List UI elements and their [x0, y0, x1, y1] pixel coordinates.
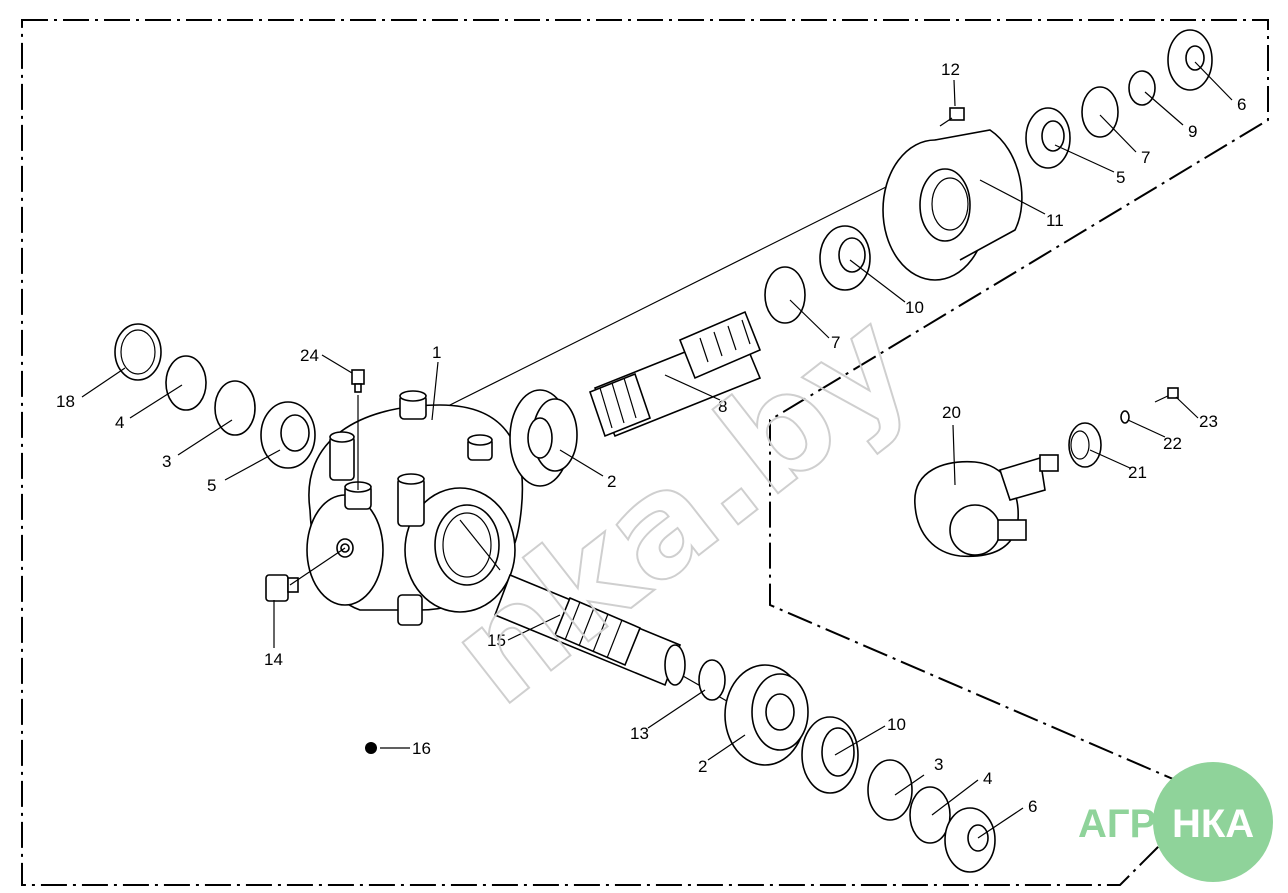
- seal-lower: [944, 807, 996, 873]
- seal-top-6: [1167, 29, 1213, 91]
- callout-6-upper: 6: [1237, 95, 1246, 114]
- washer-22: [1120, 410, 1130, 424]
- callout-3-lower: 3: [934, 755, 943, 774]
- callout-12: 12: [941, 60, 960, 79]
- input-shaft: [588, 310, 762, 438]
- logo-circle-text: НКА: [1172, 802, 1254, 846]
- callout-7-middle: 7: [831, 333, 840, 352]
- callout-10-upper: 10: [905, 298, 924, 317]
- o-ring-top-7: [1081, 86, 1119, 138]
- callout-9: 9: [1188, 122, 1197, 141]
- callout-22: 22: [1163, 434, 1182, 453]
- callout-14: 14: [264, 650, 283, 669]
- cap-18: [114, 323, 162, 381]
- callout-10-lower: 10: [887, 715, 906, 734]
- callout-6-lower: 6: [1028, 797, 1037, 816]
- marker-dot-16: [365, 742, 377, 754]
- o-ring-upper-7: [764, 266, 806, 324]
- callout-5-left: 5: [207, 476, 216, 495]
- callout-18: 18: [56, 392, 75, 411]
- callout-11: 11: [1046, 211, 1064, 230]
- callout-24: 24: [300, 346, 319, 365]
- flange-housing-11: [882, 129, 1023, 281]
- brand-logo: АГРО НКА: [1078, 762, 1273, 882]
- bolt-12: [939, 107, 965, 127]
- callout-1: 1: [432, 343, 441, 362]
- bevel-gear-lower: [724, 664, 809, 766]
- callout-7-upper: 7: [1141, 148, 1150, 167]
- callout-2-upper: 2: [607, 472, 616, 491]
- callout-2-lower: 2: [698, 757, 707, 776]
- bevel-gear-upper: [509, 389, 578, 487]
- bearing-upper-10: [819, 225, 871, 291]
- callout-15: 15: [487, 631, 506, 650]
- circlip-9: [1128, 70, 1156, 106]
- assembled-gearbox-20: [914, 454, 1059, 558]
- callout-23: 23: [1199, 412, 1218, 431]
- callout-13: 13: [630, 724, 649, 743]
- callout-21: 21: [1128, 463, 1147, 482]
- circlip-left: [165, 355, 207, 411]
- grease-nipple: [351, 369, 365, 393]
- callout-labels: 1 2 2 3 3 4 4 5 5 6 6 7 7 8 9 10 10 11 1…: [56, 60, 1246, 816]
- bearing-left: [260, 401, 316, 469]
- callout-4-left: 4: [115, 413, 124, 432]
- callout-20: 20: [942, 403, 961, 422]
- callout-16: 16: [412, 739, 431, 758]
- circlip-13: [698, 659, 726, 701]
- bearing-upper-5: [1025, 107, 1071, 169]
- bolt-23: [1154, 387, 1179, 403]
- o-ring-lower: [867, 759, 913, 821]
- circlip-lower: [909, 786, 951, 844]
- drain-plug: [265, 574, 299, 602]
- o-ring-left: [214, 380, 256, 436]
- gearbox-housing: [306, 390, 524, 626]
- leader-lines: [81, 61, 1233, 839]
- callout-3-left: 3: [162, 452, 171, 471]
- callout-4-lower: 4: [983, 769, 992, 788]
- bearing-21: [1068, 422, 1102, 468]
- callout-5-upper: 5: [1116, 168, 1125, 187]
- callout-8: 8: [718, 397, 727, 416]
- logo-circle: [1153, 762, 1273, 882]
- bearing-lower: [801, 716, 859, 794]
- output-shaft: [493, 573, 686, 687]
- axis-line-upper: [439, 149, 961, 411]
- assembly-frame: [21, 19, 1269, 886]
